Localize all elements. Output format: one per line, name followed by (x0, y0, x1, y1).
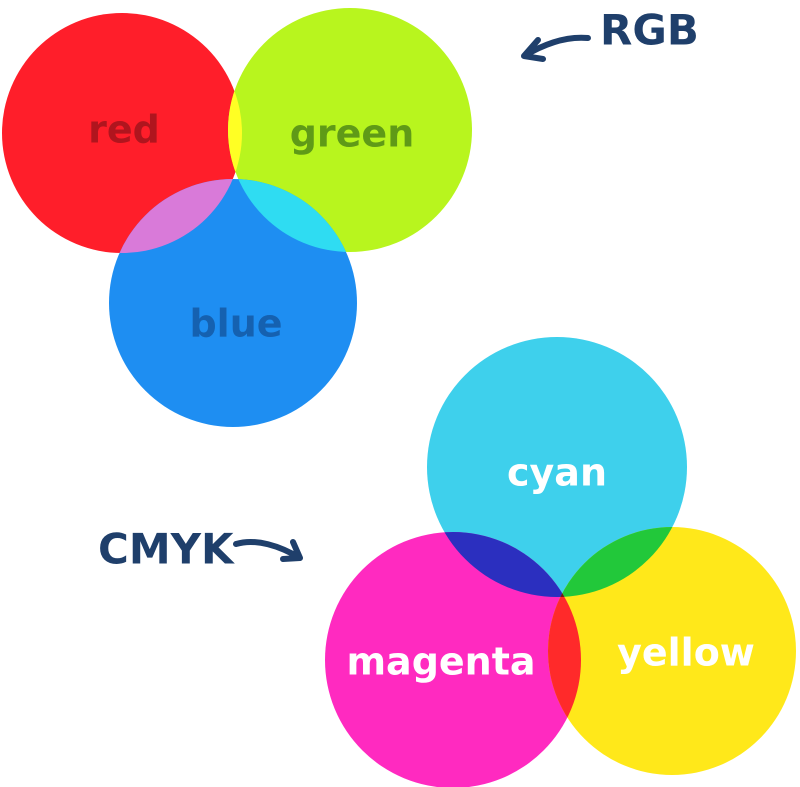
arrow-right-icon (233, 538, 303, 562)
cyan-circle (427, 337, 687, 597)
rgb-callout-label: RGB (600, 6, 699, 55)
cmyk-group: cyan magenta yellow (325, 337, 796, 787)
cmyk-callout: CMYK (98, 525, 303, 574)
arrow-left-icon (521, 34, 591, 62)
cmyk-callout-label: CMYK (98, 525, 235, 574)
blue-label: blue (189, 302, 282, 346)
yellow-label: yellow (617, 631, 755, 675)
magenta-label: magenta (346, 640, 535, 684)
magenta-circle (325, 532, 581, 787)
rgb-callout: RGB (521, 6, 699, 62)
cyan-label: cyan (507, 451, 607, 495)
red-label: red (88, 108, 160, 152)
red-blue-overlap (109, 179, 242, 253)
green-circle (228, 8, 472, 252)
yellow-circle (548, 527, 796, 775)
rgb-group: red green blue (2, 8, 472, 427)
green-label: green (290, 112, 415, 156)
